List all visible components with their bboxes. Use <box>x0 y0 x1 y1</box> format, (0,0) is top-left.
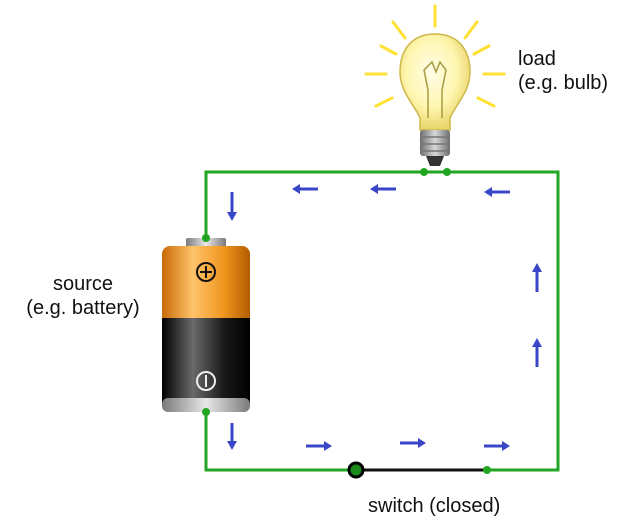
arrow-icon <box>370 184 396 194</box>
battery-cap <box>186 238 226 248</box>
load-name: load <box>518 48 556 70</box>
arrow-icon <box>292 184 318 194</box>
battery-bottom-half <box>162 318 250 406</box>
current-arrows <box>227 184 542 451</box>
battery-positive-terminal <box>202 234 210 242</box>
battery-negative-terminal <box>202 408 210 416</box>
light-bulb <box>364 4 506 176</box>
bulb-terminal-left <box>420 168 428 176</box>
plus-icon <box>196 262 216 282</box>
battery <box>162 234 250 416</box>
bulb-glass <box>399 33 471 131</box>
bulb-base <box>420 130 450 156</box>
arrow-icon <box>484 187 510 197</box>
load-label: load (e.g. bulb) <box>518 47 608 95</box>
source-name: source <box>52 273 114 295</box>
light-rays <box>364 4 506 108</box>
switch-pivot[interactable] <box>347 461 365 479</box>
arrow-icon <box>227 192 237 221</box>
battery-top-half <box>162 246 250 324</box>
arrow-icon <box>532 338 542 367</box>
minus-icon <box>196 371 216 391</box>
switch-contact <box>483 466 491 474</box>
arrow-icon <box>532 263 542 292</box>
bulb-terminal-right <box>443 168 451 176</box>
source-label: source (e.g. battery) <box>8 272 158 320</box>
arrow-icon <box>484 441 510 451</box>
arrow-icon <box>227 423 237 450</box>
arrow-icon <box>400 438 426 448</box>
bulb-tip <box>426 156 444 166</box>
source-example: (e.g. battery) <box>26 297 140 319</box>
wire-bottom <box>204 412 356 472</box>
arrow-icon <box>306 441 332 451</box>
load-example: (e.g. bulb) <box>518 72 609 94</box>
wire-top <box>204 170 560 472</box>
switch-text: switch (closed) <box>368 495 501 517</box>
wire-group <box>204 170 560 472</box>
switch-label: switch (closed) <box>368 494 500 518</box>
battery-bottom-rim <box>162 398 250 412</box>
bulb-filament <box>423 60 447 118</box>
